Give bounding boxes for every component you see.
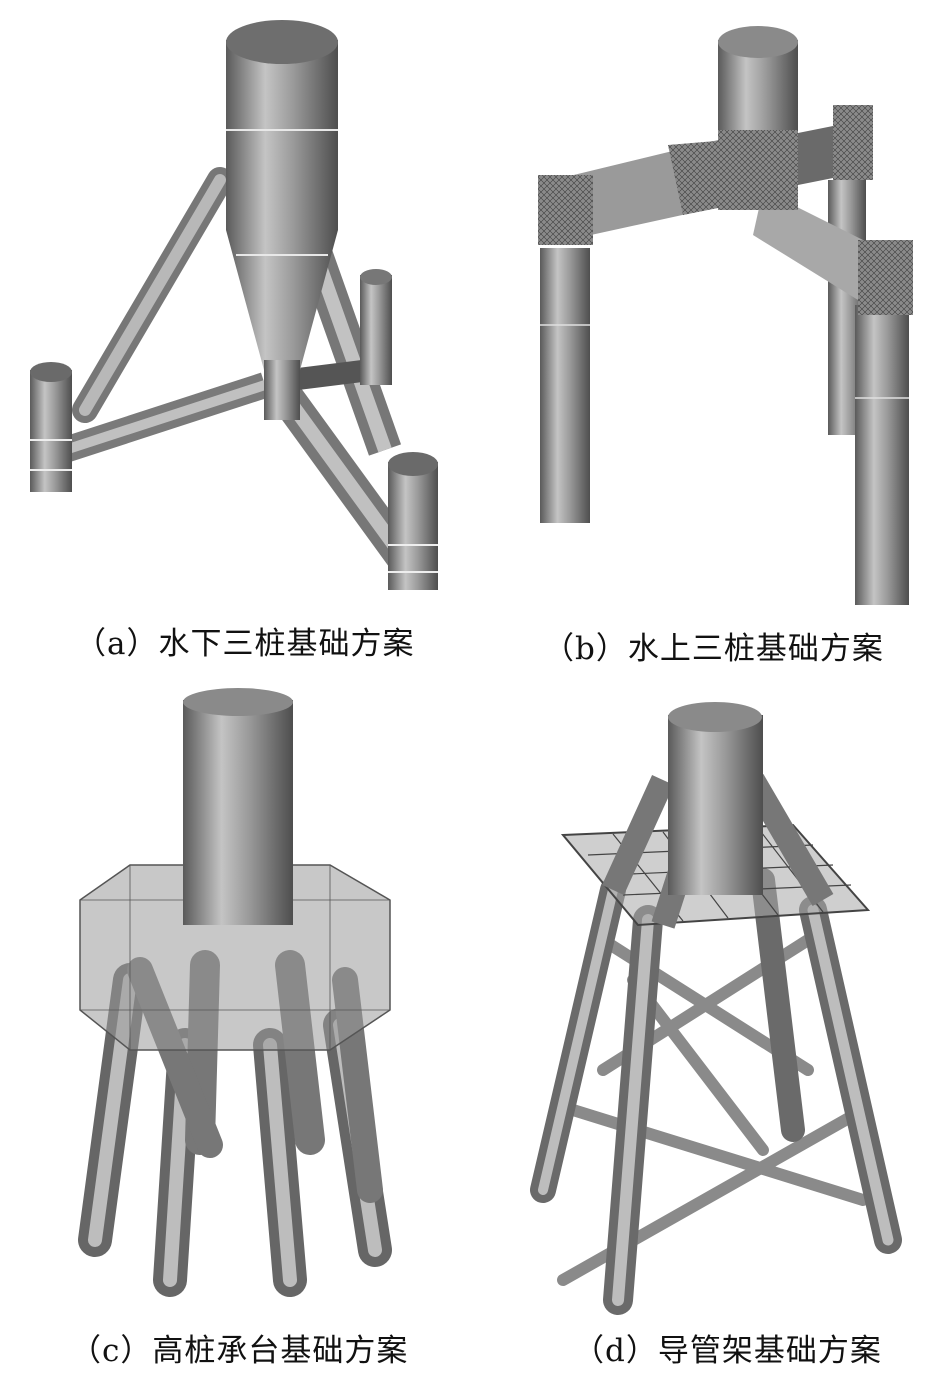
panel-a-drawing <box>30 20 438 590</box>
panel-d-drawing <box>530 702 902 1315</box>
caption-a: （a）水下三桩基础方案 <box>75 626 415 662</box>
panel-d: （d）导管架基础方案 <box>463 680 926 1387</box>
panel-c: （c）高桩承台基础方案 <box>0 680 463 1387</box>
panel-c-drawing <box>78 688 392 1297</box>
caption-d: （d）导管架基础方案 <box>573 1333 882 1369</box>
panel-a: （a）水下三桩基础方案 <box>0 0 463 690</box>
caption-b: （b）水上三桩基础方案 <box>543 631 884 667</box>
panel-b: （b）水上三桩基础方案 <box>463 0 926 690</box>
panel-b-drawing <box>538 26 913 605</box>
caption-c: （c）高桩承台基础方案 <box>70 1333 409 1369</box>
